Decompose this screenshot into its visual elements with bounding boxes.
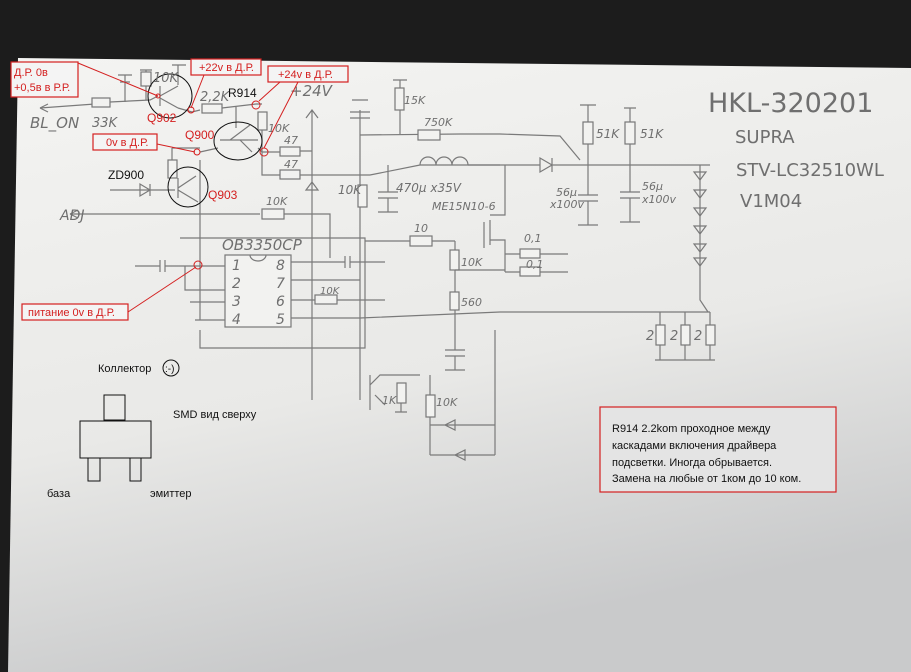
q903-label: Q903 bbox=[208, 188, 238, 202]
note-line: R914 2.2kom проходное между bbox=[612, 423, 771, 435]
label-10k: 10K bbox=[153, 71, 180, 86]
model-number: HKL-320201 bbox=[708, 88, 873, 119]
r914-note: R914 2.2kom проходное между каскадами вк… bbox=[599, 406, 837, 493]
label-plus24v: +24V bbox=[290, 82, 334, 100]
paper-sheet bbox=[8, 58, 911, 672]
led-string bbox=[692, 171, 708, 267]
label-51k: 51K bbox=[596, 127, 620, 141]
annotations: Д.Р. 0в +0,5в в Р.Р. +22v в Д.Р. +24v в … bbox=[10, 58, 349, 321]
smiley: :-) bbox=[165, 364, 174, 375]
label-47: 47 bbox=[284, 134, 298, 147]
zero-v-label: 0v в Д.Р. bbox=[106, 137, 148, 149]
label-750k: 750K bbox=[424, 116, 453, 129]
label-2: 2 bbox=[670, 329, 678, 344]
label-560: 560 bbox=[461, 296, 482, 309]
brand: SUPRA bbox=[735, 127, 795, 148]
label-33k: 33K bbox=[92, 116, 119, 131]
label-10k: 10K bbox=[320, 286, 341, 297]
label-10k: 10K bbox=[266, 195, 288, 208]
label-mosfet: ME15N10-6 bbox=[432, 200, 496, 213]
label-51k: 51K bbox=[640, 127, 664, 141]
q902-label: Q902 bbox=[147, 111, 177, 125]
r914-label: R914 bbox=[228, 86, 257, 100]
pin-1: 1 bbox=[232, 258, 241, 274]
label-0-1: 0,1 bbox=[526, 258, 544, 271]
plus24-label: +24v в Д.Р. bbox=[278, 69, 333, 81]
collector-label: Коллектор bbox=[98, 363, 151, 375]
label-15k: 15K bbox=[404, 94, 426, 107]
note-line: Замена на любые от 1ком до 10 ком. bbox=[612, 473, 801, 485]
label-470u: 470μ x35V bbox=[396, 181, 462, 195]
pin-2: 2 bbox=[232, 276, 241, 292]
pin-8: 8 bbox=[276, 258, 285, 274]
q902-voltage-box bbox=[10, 61, 79, 98]
pin-3: 3 bbox=[232, 294, 241, 310]
label-10k: 10K bbox=[268, 122, 290, 135]
zd900-label: ZD900 bbox=[108, 168, 144, 182]
pin-6: 6 bbox=[276, 294, 285, 310]
label-100v: x100v bbox=[641, 193, 677, 206]
tv-model: STV-LC32510WL bbox=[736, 160, 884, 181]
pin-7: 7 bbox=[276, 276, 285, 292]
label-2: 2 bbox=[694, 329, 702, 344]
q902-voltage-line2: +0,5в в Р.Р. bbox=[14, 82, 70, 94]
pin-4: 4 bbox=[232, 312, 241, 328]
label-0-1: 0,1 bbox=[524, 232, 542, 245]
q903-highlight bbox=[167, 166, 209, 208]
emitter-label: эмиттер bbox=[150, 488, 192, 500]
q900-label: Q900 bbox=[185, 128, 215, 142]
note-line: подсветки. Иногда обрывается. bbox=[612, 457, 772, 469]
power-pin-label: питание 0v в Д.Р. bbox=[28, 307, 115, 319]
label-adj: ADJ bbox=[59, 208, 85, 224]
plus22-label: +22v в Д.Р. bbox=[199, 62, 254, 74]
smd-package-diagram: Коллектор :-) SMD вид сверху база эмитте… bbox=[47, 359, 257, 500]
q902-voltage-line1: Д.Р. 0в bbox=[14, 67, 48, 79]
label-bl-on: BL_ON bbox=[30, 114, 79, 133]
label-47: 47 bbox=[284, 158, 298, 171]
label-1k: 1K bbox=[382, 394, 397, 407]
wires bbox=[39, 64, 716, 461]
label-10: 10 bbox=[414, 222, 428, 235]
label-ic: OB3350CP bbox=[222, 236, 303, 254]
board-version: V1M04 bbox=[740, 191, 802, 212]
label-100v: x100v bbox=[549, 198, 585, 211]
smd-view-label: SMD вид сверху bbox=[173, 409, 257, 421]
label-10k: 10K bbox=[461, 256, 483, 269]
q900-highlight bbox=[213, 121, 263, 161]
label-2-2k: 2,2K bbox=[200, 90, 231, 105]
label-10k: 10K bbox=[338, 183, 362, 197]
label-2: 2 bbox=[646, 329, 654, 344]
q902-highlight bbox=[147, 73, 193, 119]
note-line: каскадами включения драйвера bbox=[612, 440, 777, 452]
label-10k: 10K bbox=[436, 396, 458, 409]
pin-5: 5 bbox=[276, 312, 285, 328]
label-56u: 56μ bbox=[556, 186, 577, 199]
base-label: база bbox=[47, 488, 71, 500]
label-56u: 56μ bbox=[642, 180, 663, 193]
